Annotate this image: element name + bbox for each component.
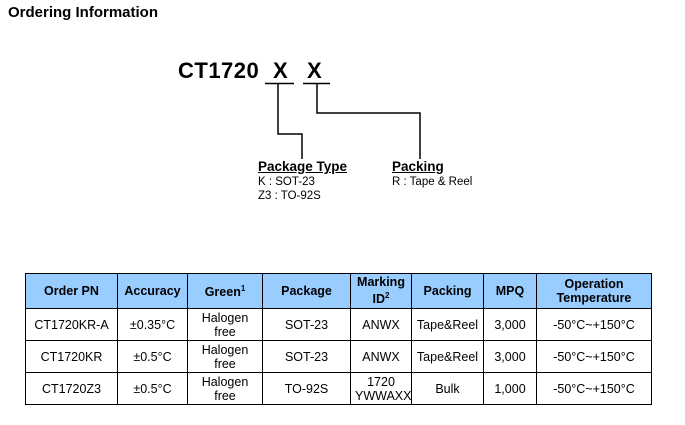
cell-order-pn: CT1720KR — [25, 340, 118, 373]
cell-marking-id: ANWX — [350, 308, 412, 341]
cell-packing: Tape&Reel — [411, 308, 484, 341]
header-order-pn: Order PN — [25, 273, 118, 309]
header-green: Green1 — [187, 273, 263, 309]
table-row: CT1720KR ±0.5°C Halogen free SOT-23 ANWX… — [25, 340, 652, 373]
packing-title: Packing — [392, 159, 444, 174]
cell-green: Halogen free — [187, 340, 263, 373]
cell-mpq: 3,000 — [483, 340, 537, 373]
cell-operation-temperature: -50°C~+150°C — [536, 372, 652, 405]
cell-order-pn: CT1720KR-A — [25, 308, 118, 341]
table-header-row: Order PN Accuracy Green1 Package Marking… — [25, 273, 652, 309]
package-type-title: Package Type — [258, 159, 348, 174]
cell-accuracy: ±0.5°C — [117, 340, 188, 373]
cell-packing: Bulk — [411, 372, 484, 405]
cell-package: TO-92S — [262, 372, 351, 405]
section-heading: Ordering Information — [8, 4, 158, 21]
cell-package: SOT-23 — [262, 308, 351, 341]
cell-accuracy: ±0.5°C — [117, 372, 188, 405]
cell-green: Halogen free — [187, 308, 263, 341]
header-accuracy: Accuracy — [117, 273, 188, 309]
cell-package: SOT-23 — [262, 340, 351, 373]
cell-green: Halogen free — [187, 372, 263, 405]
header-packing: Packing — [411, 273, 484, 309]
cell-operation-temperature: -50°C~+150°C — [536, 308, 652, 341]
header-operation-temperature: Operation Temperature — [536, 273, 652, 309]
cell-order-pn: CT1720Z3 — [25, 372, 118, 405]
part-number-suffix-packing: X — [307, 58, 322, 83]
packing-option-r: R : Tape & Reel — [392, 176, 473, 188]
package-type-option-k: K : SOT-23 — [258, 176, 315, 188]
table-row: CT1720KR-A ±0.35°C Halogen free SOT-23 A… — [25, 308, 652, 341]
part-number-suffix-package: X — [273, 58, 288, 83]
header-marking-id: Marking ID2 — [350, 273, 412, 309]
cell-accuracy: ±0.35°C — [117, 308, 188, 341]
cell-mpq: 3,000 — [483, 308, 537, 341]
cell-mpq: 1,000 — [483, 372, 537, 405]
ordering-table: Order PN Accuracy Green1 Package Marking… — [25, 273, 652, 405]
package-type-option-z3: Z3 : TO-92S — [258, 190, 321, 202]
header-package: Package — [262, 273, 351, 309]
cell-marking-id: ANWX — [350, 340, 412, 373]
cell-operation-temperature: -50°C~+150°C — [536, 340, 652, 373]
header-mpq: MPQ — [483, 273, 537, 309]
table-row: CT1720Z3 ±0.5°C Halogen free TO-92S 1720… — [25, 372, 652, 405]
part-number-base: CT1720 — [178, 58, 260, 83]
cell-packing: Tape&Reel — [411, 340, 484, 373]
cell-marking-id: 1720 YWWAXX — [350, 372, 412, 405]
